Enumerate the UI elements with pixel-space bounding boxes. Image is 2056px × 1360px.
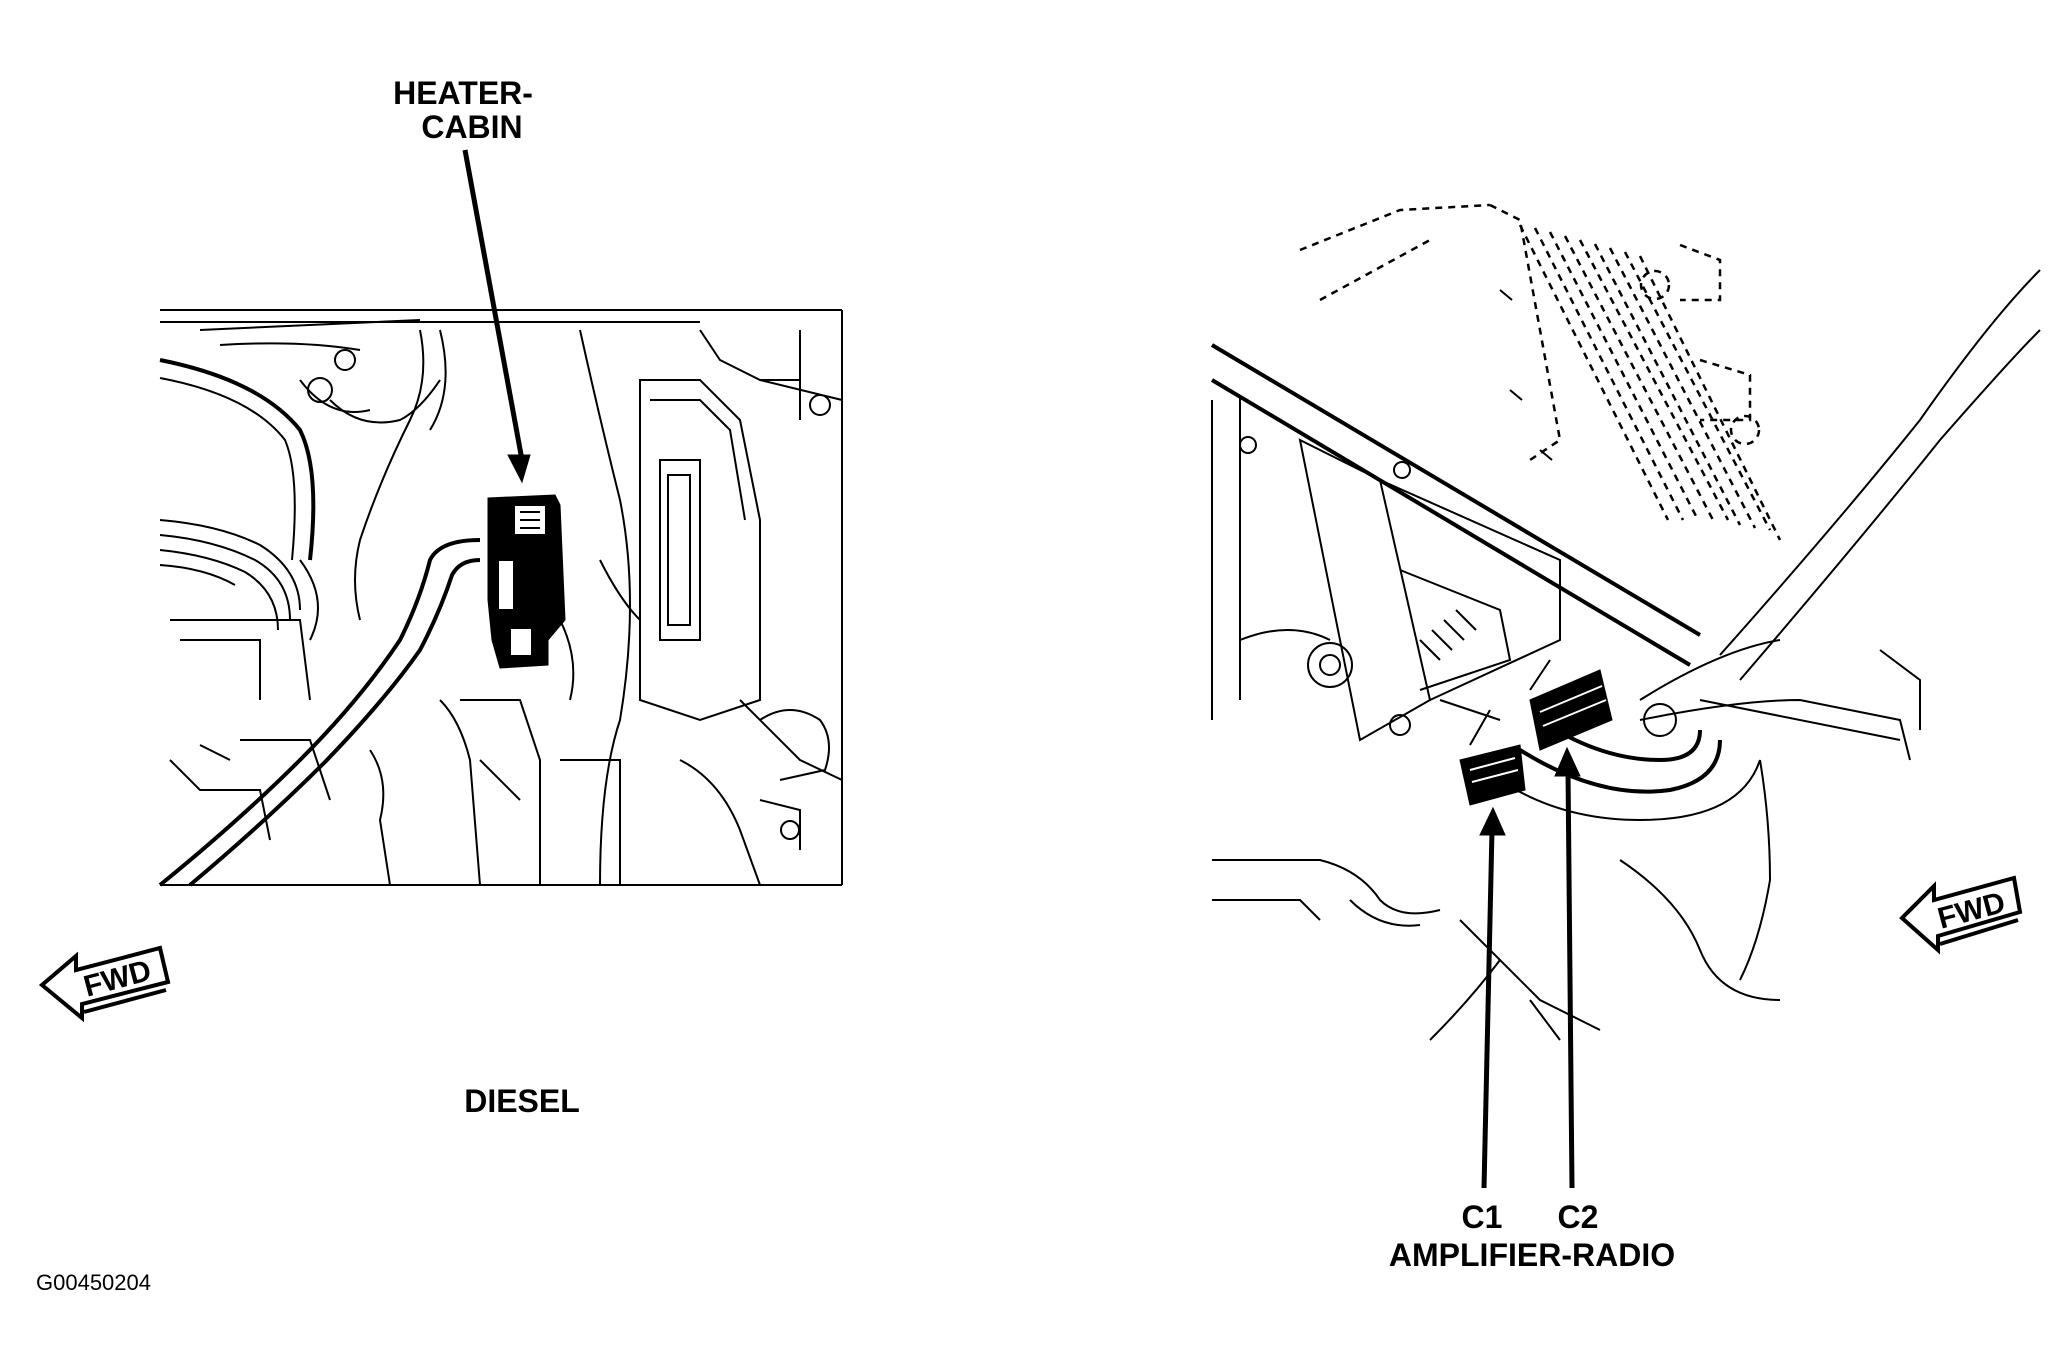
amplifier-connectors (1459, 659, 1613, 806)
figure-id: G00450204 (36, 1270, 151, 1295)
fwd-arrow-left: FWD (38, 945, 171, 1023)
amplifier-mounting-illustration (1210, 203, 2041, 1041)
diesel-engine-illustration (158, 309, 843, 887)
diesel-caption: DIESEL (464, 1083, 580, 1119)
heater-cabin-component (487, 494, 566, 669)
c2-leader-arrow (1554, 746, 1581, 1189)
heater-cabin-label-line1: HEATER- (393, 75, 533, 111)
c1-label: C1 (1462, 1199, 1503, 1235)
heater-cabin-leader-arrow (462, 149, 531, 484)
amplifier-radio-label: AMPLIFIER-RADIO (1389, 1237, 1675, 1273)
fwd-arrow-right: FWD (1899, 875, 2023, 955)
heater-cabin-label-line2: CABIN (421, 109, 522, 145)
c1-leader-arrow (1479, 806, 1506, 1189)
c2-label: C2 (1558, 1199, 1599, 1235)
